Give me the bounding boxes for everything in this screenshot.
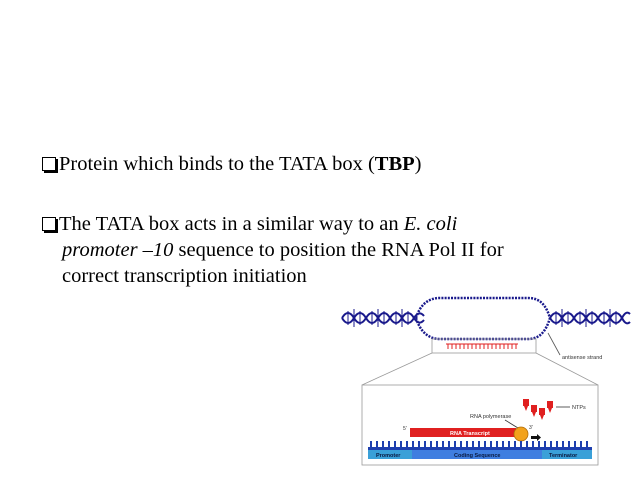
rna-polymerase-icon — [513, 426, 529, 442]
bullet2-text-promoter: promoter –10 — [62, 239, 174, 261]
bullet-tata-box: The TATA box acts in a similar way to an… — [42, 211, 612, 289]
dna-helix-right-rungs — [555, 309, 617, 327]
transcription-bubble — [414, 296, 552, 341]
bullet-checkbox-icon — [42, 217, 56, 231]
rna-transcript-bar — [410, 428, 516, 437]
bullet-tbp: Protein which binds to the TATA box (TBP… — [42, 151, 612, 177]
ntp-icon — [523, 399, 553, 420]
bullet-checkbox-icon — [42, 157, 56, 171]
rna-polymerase-label: RNA polymerase — [470, 414, 511, 420]
bullet-text-pre: Protein which binds to the TATA box ( — [59, 153, 375, 175]
five-prime-label: 5' — [403, 426, 407, 432]
zoom-box — [431, 338, 537, 354]
template-strand — [368, 441, 592, 450]
antisense-pointer — [547, 332, 561, 356]
terminator-region — [542, 450, 592, 459]
bullet-text-tbp: TBP — [374, 153, 415, 175]
rna-transcript-label: RNA Transcript — [450, 431, 490, 437]
dna-helix-left-rungs — [347, 309, 409, 327]
ntps-label: NTPs — [572, 405, 586, 411]
bullet-line-2: promoter –10 sequence to position the RN… — [42, 237, 612, 263]
zoom-line-left — [361, 352, 433, 386]
coding-region — [412, 450, 542, 459]
polymerase-pointer — [504, 419, 519, 429]
rna-fragment — [446, 343, 518, 349]
terminator-label: Terminator — [549, 453, 578, 459]
antisense-strand-label: antisense strand — [562, 355, 602, 361]
bullet2-text-mid: sequence to position the RNA Pol II for — [173, 239, 504, 261]
promoter-label: Promoter — [376, 453, 401, 459]
bullet-text-post: ) — [414, 153, 422, 175]
bullet2-text-ecoli: E. coli — [403, 213, 458, 235]
three-prime-label: 3' — [529, 425, 533, 431]
bullet2-text-pre: The TATA box acts in a similar way to an — [59, 213, 404, 235]
direction-arrow-icon — [531, 434, 541, 441]
bullet-line-3: correct transcription initiation — [62, 265, 307, 287]
zoom-line-right — [535, 352, 599, 386]
coding-sequence-label: Coding Sequence — [454, 453, 500, 459]
promoter-region — [368, 450, 412, 459]
bullet-line-1: The TATA box acts in a similar way to an… — [42, 211, 612, 237]
